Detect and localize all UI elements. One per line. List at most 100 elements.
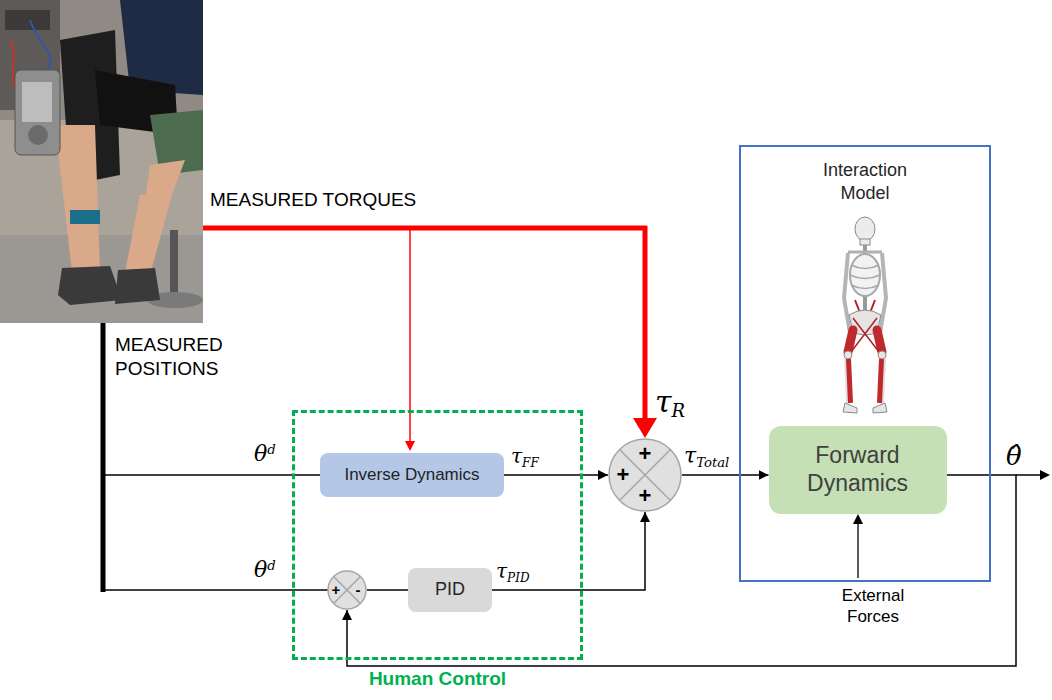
subscript: Total xyxy=(696,455,729,470)
sign-holder: + xyxy=(639,485,652,507)
sign-holder: + xyxy=(332,582,341,597)
label-holder: τTotal xyxy=(684,442,729,471)
label-holder: External Forces xyxy=(828,585,918,628)
signal-connector xyxy=(504,474,608,476)
label-holder: τPID xyxy=(496,559,530,586)
label-holder: τFF xyxy=(511,444,539,471)
sign-holder: + xyxy=(617,464,630,486)
musculoskeletal-model-part xyxy=(877,330,882,352)
torque-signal-wire xyxy=(203,226,657,451)
sign-holder: + xyxy=(639,443,652,465)
process-box: Forward Dynamics xyxy=(769,426,947,514)
controller-box: PID xyxy=(408,568,492,612)
musculoskeletal-model-part xyxy=(878,351,886,359)
external-force-arrow xyxy=(853,514,863,578)
process-box: Inverse Dynamics xyxy=(320,453,504,497)
symbol-base: τ xyxy=(684,443,696,468)
musculoskeletal-model xyxy=(843,217,887,413)
position-signal-wire-part xyxy=(103,589,335,590)
box-label: Forward Dynamics xyxy=(783,442,933,497)
sign-symbol: + xyxy=(639,485,652,507)
signal-connector xyxy=(492,512,645,590)
lab-photo-part xyxy=(30,20,50,75)
sign-holder: - xyxy=(356,582,361,597)
signal-connector xyxy=(367,589,408,591)
signal-name: MEASURED POSITIONS xyxy=(115,333,255,381)
label-holder: Human Control xyxy=(295,667,580,691)
label-holder: τR xyxy=(655,383,685,423)
lab-photo-part xyxy=(170,230,178,300)
symbol-base: τ xyxy=(496,559,507,583)
label-holder: θd xyxy=(254,440,276,468)
label-holder: θd xyxy=(254,556,276,584)
sign-symbol: - xyxy=(356,582,361,597)
label-holder: θ̂ xyxy=(1006,440,1022,473)
summing-junction: +- xyxy=(327,570,367,610)
signal-symbol: τR xyxy=(655,383,685,423)
output-wire-part xyxy=(1016,474,1042,476)
musculoskeletal-model-part xyxy=(880,359,882,403)
lab-photo-part xyxy=(22,82,52,122)
musculoskeletal-model-part xyxy=(860,239,870,245)
subscript: PID xyxy=(507,571,529,585)
sign-symbol: + xyxy=(639,443,652,465)
sign-symbol: + xyxy=(617,464,630,486)
signal-name: External Forces xyxy=(828,585,918,628)
symbol-base: τ xyxy=(511,444,522,468)
box-label: Inverse Dynamics xyxy=(344,465,479,485)
signal-symbol: θ̂ xyxy=(1006,440,1022,473)
musculoskeletal-model-part xyxy=(844,253,850,333)
lab-photo-part xyxy=(115,268,160,304)
musculoskeletal-model-part xyxy=(851,318,879,352)
musculoskeletal-model-part xyxy=(843,403,857,413)
position-signal-wire-part xyxy=(103,474,330,475)
torque-signal-wire-part xyxy=(643,226,648,420)
superscript: d xyxy=(267,442,275,457)
text-holder: PID xyxy=(435,579,465,601)
group-heading: Human Control xyxy=(298,667,578,691)
label-holder: MEASURED TORQUES xyxy=(210,188,416,212)
external-force-arrow-part xyxy=(857,522,858,578)
musculoskeletal-model-part xyxy=(873,403,887,413)
signal-symbol: τFF xyxy=(511,444,539,471)
lab-photo-part xyxy=(58,266,122,305)
musculoskeletal-model-part xyxy=(880,253,886,333)
lab-photo xyxy=(0,0,203,323)
subscript: FF xyxy=(522,456,539,470)
musculoskeletal-model-part xyxy=(855,217,875,241)
signal-connector xyxy=(682,474,769,476)
lab-photo-part xyxy=(28,125,48,145)
subscript: R xyxy=(672,400,686,421)
torque-signal-wire-part xyxy=(203,226,647,231)
box-label: PID xyxy=(435,579,465,601)
output-wire xyxy=(1016,470,1050,480)
musculoskeletal-model-part xyxy=(848,359,850,403)
control-group-box: Inverse Dynamics+-PIDHuman Control xyxy=(292,410,583,660)
junction-circle xyxy=(609,439,681,511)
musculoskeletal-model-part xyxy=(845,359,885,403)
lab-photo-part xyxy=(0,0,203,323)
lab-photo-part xyxy=(15,70,60,155)
lab-photo-part xyxy=(70,210,100,224)
position-signal-wire xyxy=(103,323,335,592)
group-heading: Interaction Model xyxy=(800,159,930,204)
symbol-base: θ xyxy=(254,441,267,466)
signal-name: MEASURED TORQUES xyxy=(210,188,416,212)
summing-junction: + + + xyxy=(608,438,682,512)
position-signal-wire-part xyxy=(101,323,106,592)
lab-photo-part xyxy=(145,160,185,200)
lab-photo-part xyxy=(55,125,100,272)
signal-symbol: τTotal xyxy=(684,442,729,471)
symbol-base: τ xyxy=(655,384,672,419)
external-force-arrow-part xyxy=(853,514,863,524)
torque-signal-wire-part xyxy=(633,418,657,438)
musculoskeletal-model-part xyxy=(844,351,852,359)
lab-photo-part xyxy=(5,10,50,30)
output-wire-part xyxy=(1040,470,1050,480)
label-holder: MEASURED POSITIONS xyxy=(115,333,255,381)
sign-symbol: + xyxy=(332,582,341,597)
text-holder: Forward Dynamics xyxy=(783,442,933,497)
symbol-base: θ xyxy=(254,557,267,582)
lab-photo-part xyxy=(125,195,172,275)
signal-symbol: θd xyxy=(254,440,276,468)
